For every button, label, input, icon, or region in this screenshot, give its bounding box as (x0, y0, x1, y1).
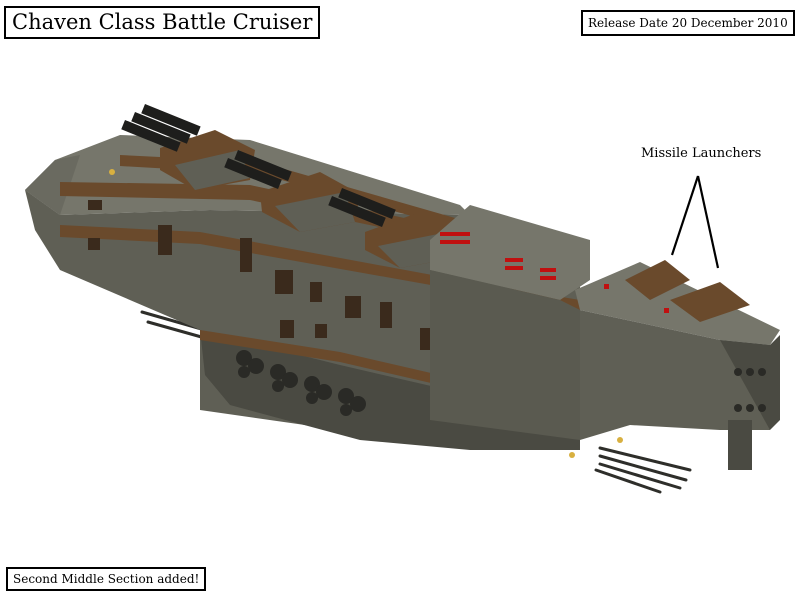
aft-missile-section (575, 260, 780, 470)
middle-section (430, 205, 590, 440)
missile-launchers-label: Missile Launchers (641, 146, 762, 161)
accent-lights (109, 169, 623, 458)
ventral-turrets (236, 350, 366, 416)
footer-note: Second Middle Section added! (6, 567, 207, 591)
lower-gun-barrels (594, 446, 692, 494)
page-title: Chaven Class Battle Cruiser (4, 6, 321, 39)
missile-launcher-pointer (670, 175, 720, 269)
release-date-label: Release Date 20 December 2010 (581, 10, 795, 36)
